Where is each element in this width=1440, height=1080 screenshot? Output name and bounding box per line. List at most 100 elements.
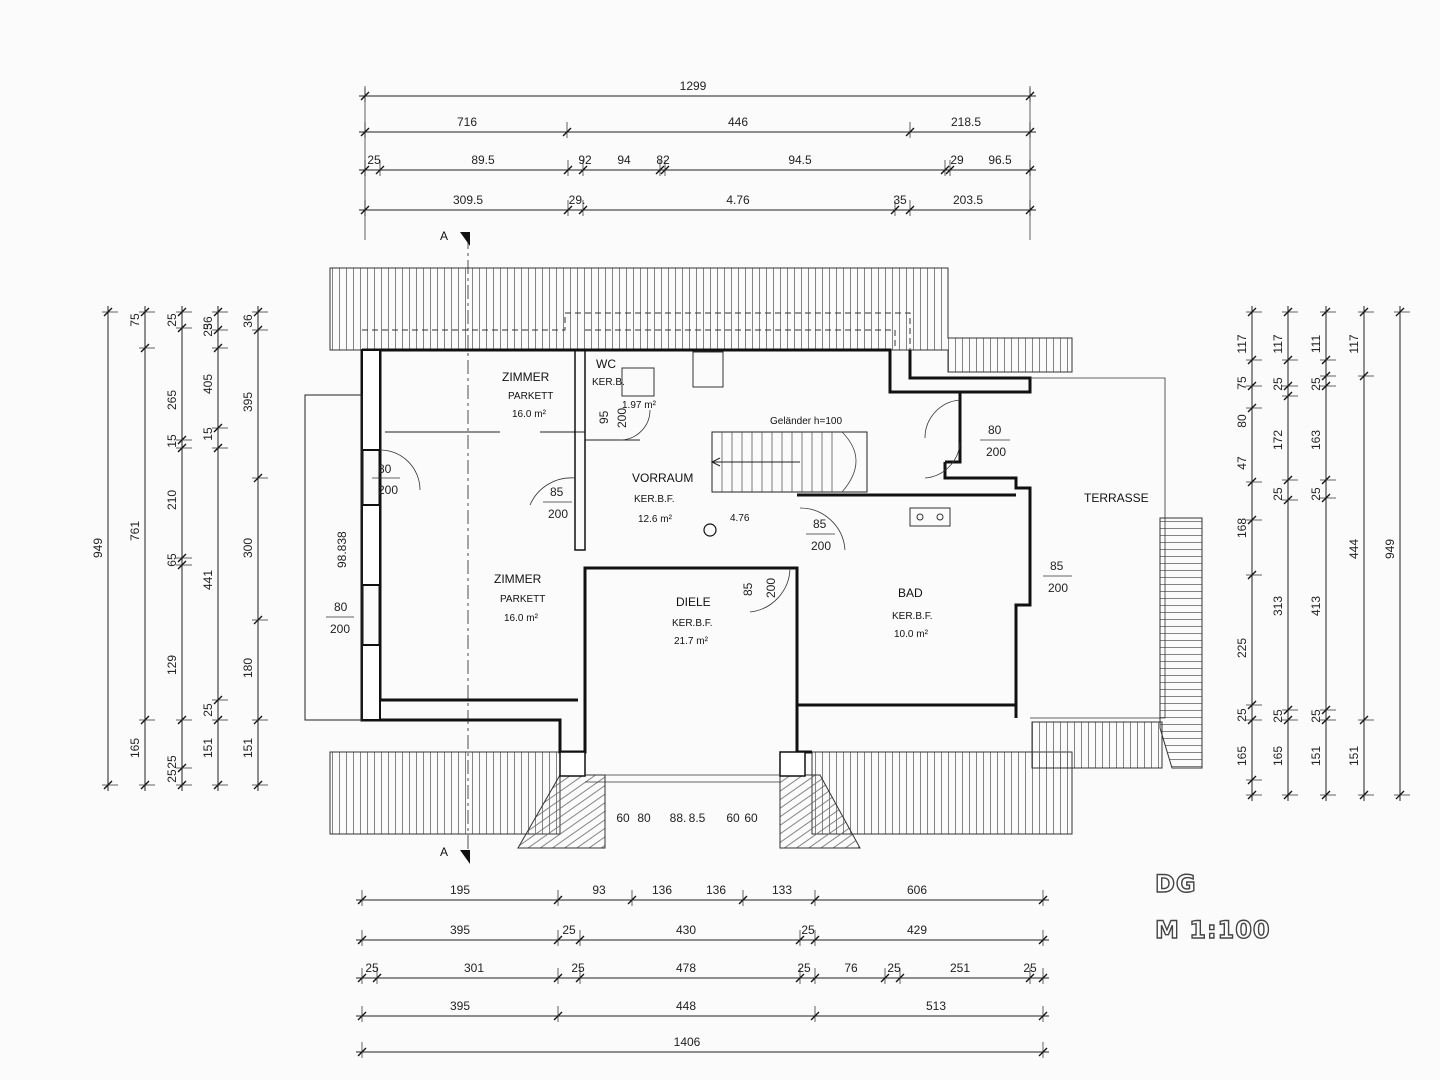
balcony-left [304, 394, 363, 721]
dimension-label: 25 [165, 769, 179, 783]
dimension-label: 25 [797, 961, 811, 975]
dimension-label: 25 [1309, 709, 1323, 723]
dormer-right [779, 774, 861, 849]
dimension-label: 478 [676, 961, 696, 975]
room-zimmer1-floor: PARKETT [508, 391, 553, 402]
dimension-label: 94 [617, 153, 631, 167]
dimension-label: 210 [165, 490, 179, 510]
dimension-label: 25 [201, 703, 215, 717]
room-vorraum-area: 12.6 m² [638, 514, 673, 525]
dimension-label: 225 [1235, 638, 1249, 658]
dimension-label: 761 [128, 521, 142, 541]
roof-top [329, 267, 1073, 373]
dimension-label: 151 [1309, 746, 1323, 766]
room-vorraum-floor: KER.B.F. [634, 494, 675, 505]
opening-label: 85 [741, 582, 755, 596]
dimension-label: 96.5 [988, 153, 1012, 167]
dimension-label: 1299 [680, 79, 707, 93]
dimension-label: 413 [1309, 596, 1323, 616]
dimension-label: 75 [1235, 376, 1249, 390]
opening-label: 200 [615, 408, 629, 428]
roof-outline-dashed [362, 312, 911, 350]
opening-labels: 80 200 80 200 85 200 95 200 85 200 85 20… [326, 408, 1072, 636]
dimension-label: 309.5 [453, 193, 483, 207]
dimension-label: 151 [241, 738, 255, 758]
dimension-label: 35 [893, 193, 907, 207]
dimension-label: 25 [165, 755, 179, 769]
level-mark-symbol [703, 523, 717, 537]
opening-label: 200 [1048, 581, 1068, 595]
walls [360, 348, 1032, 783]
room-zimmer1-name: ZIMMER [502, 370, 550, 384]
opening-label: 80 [378, 462, 392, 476]
dimension-label: 441 [201, 570, 215, 590]
dimension-label: 716 [457, 115, 477, 129]
dimension-label: 195 [450, 883, 470, 897]
dimension-label: 111 [1309, 335, 1323, 354]
railing-label: Geländer h=100 [770, 416, 842, 427]
dimension-label: 136 [652, 883, 672, 897]
dimension-label: 47 [1235, 456, 1249, 470]
dimension-label: 36 [201, 316, 215, 330]
dimension-label: 265 [165, 390, 179, 410]
skylight [692, 351, 724, 388]
room-zimmer2-area: 16.0 m² [504, 613, 539, 624]
dimension-label: 133 [772, 883, 792, 897]
opening-label: 200 [378, 483, 398, 497]
room-bad-area: 10.0 m² [894, 629, 929, 640]
dimension-label: 25 [365, 961, 379, 975]
opening-label: 200 [764, 578, 778, 598]
dimension-label: 129 [165, 655, 179, 675]
dimension-label: 395 [241, 392, 255, 412]
dimension-label: 80 [1235, 414, 1249, 428]
opening-label: 200 [330, 622, 350, 636]
room-wc-floor: KER.B. [592, 377, 625, 388]
opening-label: 85 [1050, 559, 1064, 573]
opening-label: 85 [813, 517, 827, 531]
opening-label: 85 [550, 485, 564, 499]
dimension-label: 76 [844, 961, 858, 975]
roof-bottom-left [329, 751, 561, 835]
terrace-roof [1159, 517, 1203, 769]
dimension-label: 172 [1271, 430, 1285, 450]
dimension-label: 117 [1347, 334, 1361, 353]
dimension-label: 444 [1347, 539, 1361, 559]
dimension-label: 218.5 [951, 115, 981, 129]
room-zimmer2-name: ZIMMER [494, 572, 542, 586]
dimension-label: 25 [1309, 377, 1323, 391]
section-label-bottom: A [440, 845, 448, 859]
dimension-label: 117 [1271, 334, 1285, 353]
dimension-label: 300 [241, 538, 255, 558]
dimension-label: 136 [706, 883, 726, 897]
opening-label: 98.838 [335, 531, 349, 568]
dimension-label: 60 [726, 811, 740, 825]
roof-bottom-right [811, 751, 1073, 835]
dimension-label: 165 [1271, 746, 1285, 766]
section-line-a: A A [440, 229, 470, 864]
dimension-label: 60 [616, 811, 630, 825]
section-label-top: A [440, 229, 448, 243]
room-wc-area: 1.97 m² [622, 400, 657, 411]
wc-shaft [621, 367, 655, 397]
dimension-label: 405 [201, 374, 215, 394]
dimension-label: 25 [1309, 487, 1323, 501]
dimension-label: 949 [91, 538, 105, 558]
dimension-label: 165 [1235, 746, 1249, 766]
room-diele-name: DIELE [676, 595, 711, 609]
dimension-label: 15 [165, 434, 179, 448]
dimension-label: 60 [744, 811, 758, 825]
room-bad-floor: KER.B.F. [892, 611, 933, 622]
opening-label: 80 [334, 600, 348, 614]
dimension-label: 301 [464, 961, 484, 975]
dimension-label: 203.5 [953, 193, 983, 207]
opening-label: 200 [986, 445, 1006, 459]
room-vorraum-name: VORRAUM [632, 471, 693, 485]
dimension-label: 949 [1383, 539, 1397, 559]
room-terrasse-name: TERRASSE [1084, 491, 1149, 505]
terrace-outline [1030, 377, 1166, 719]
dimension-label: 429 [907, 923, 927, 937]
dimension-label: 29 [950, 153, 964, 167]
dimension-label: 446 [728, 115, 748, 129]
